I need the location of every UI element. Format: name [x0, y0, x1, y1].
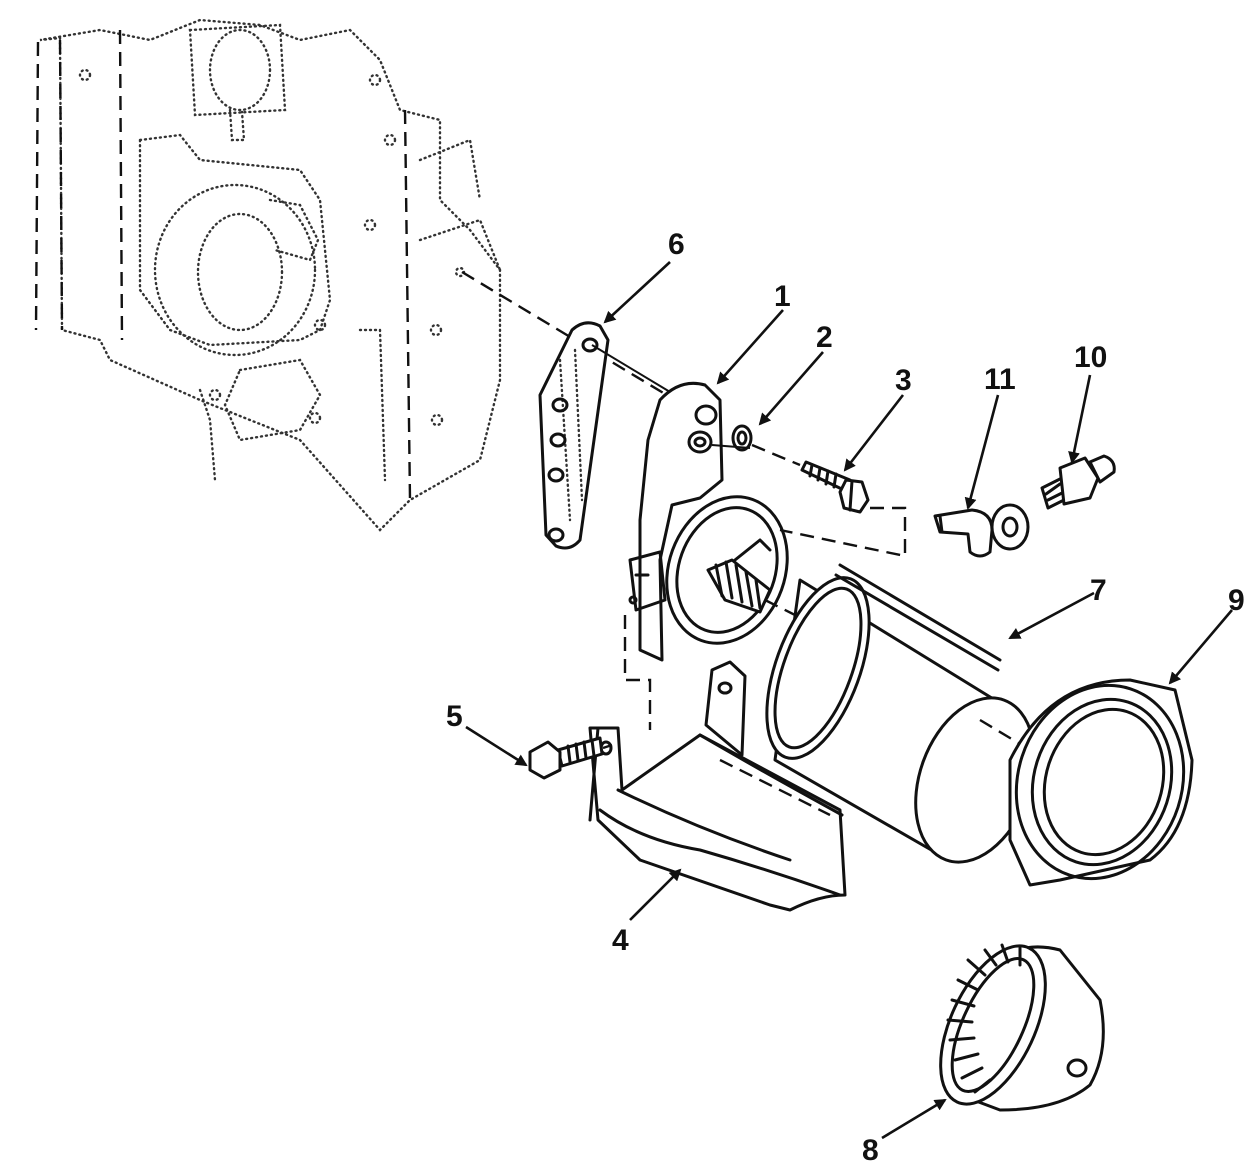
leader-11	[964, 394, 1000, 510]
elbow-fitting-icon	[933, 503, 1030, 558]
leader-6	[603, 261, 671, 324]
filter-element-icon	[939, 943, 1105, 1112]
callout-2: 2	[816, 321, 833, 354]
leader-4	[629, 868, 682, 921]
callout-6: 6	[668, 228, 685, 261]
mounting-plate-icon	[538, 321, 610, 550]
bolt5-axis-line	[602, 743, 613, 750]
leader-2	[758, 351, 824, 426]
leader-lines	[465, 261, 1233, 1140]
bolt-icon	[800, 460, 870, 514]
bolt3-centerline	[751, 443, 801, 467]
callout-1: 1	[774, 280, 791, 313]
filter-canister-icon	[765, 563, 1036, 864]
callout-3: 3	[895, 364, 912, 397]
callout-11: 11	[984, 363, 1016, 396]
leader-7	[1008, 591, 1095, 640]
leader-8	[881, 1098, 947, 1140]
callout-5: 5	[446, 700, 463, 733]
filter-shield-icon	[588, 660, 847, 912]
leader-3	[843, 394, 905, 472]
bolt-icon	[528, 736, 604, 780]
callout-7: 7	[1090, 574, 1107, 607]
callout-10: 10	[1074, 341, 1107, 374]
washer-icon	[731, 424, 753, 452]
engine-block-outline	[34, 18, 502, 532]
stud-axis-line	[764, 598, 796, 617]
canister-cover-icon	[1008, 678, 1194, 887]
leader-1	[716, 309, 784, 385]
callout-4: 4	[612, 924, 629, 957]
shield-alignment-line	[623, 615, 652, 730]
callout-9: 9	[1228, 584, 1245, 617]
callout-labels: 6 1 2 3 11 10 7 9 5 4 8	[446, 228, 1245, 1167]
plug-fitting-icon	[1040, 454, 1116, 510]
leader-5	[465, 725, 528, 767]
filter-head-bracket-icon	[628, 381, 789, 662]
callout-8: 8	[862, 1134, 879, 1167]
canister-alignment-line	[779, 506, 907, 558]
leader-10	[1068, 374, 1092, 464]
leader-9	[1168, 609, 1233, 685]
washer-axis-line	[711, 444, 751, 449]
